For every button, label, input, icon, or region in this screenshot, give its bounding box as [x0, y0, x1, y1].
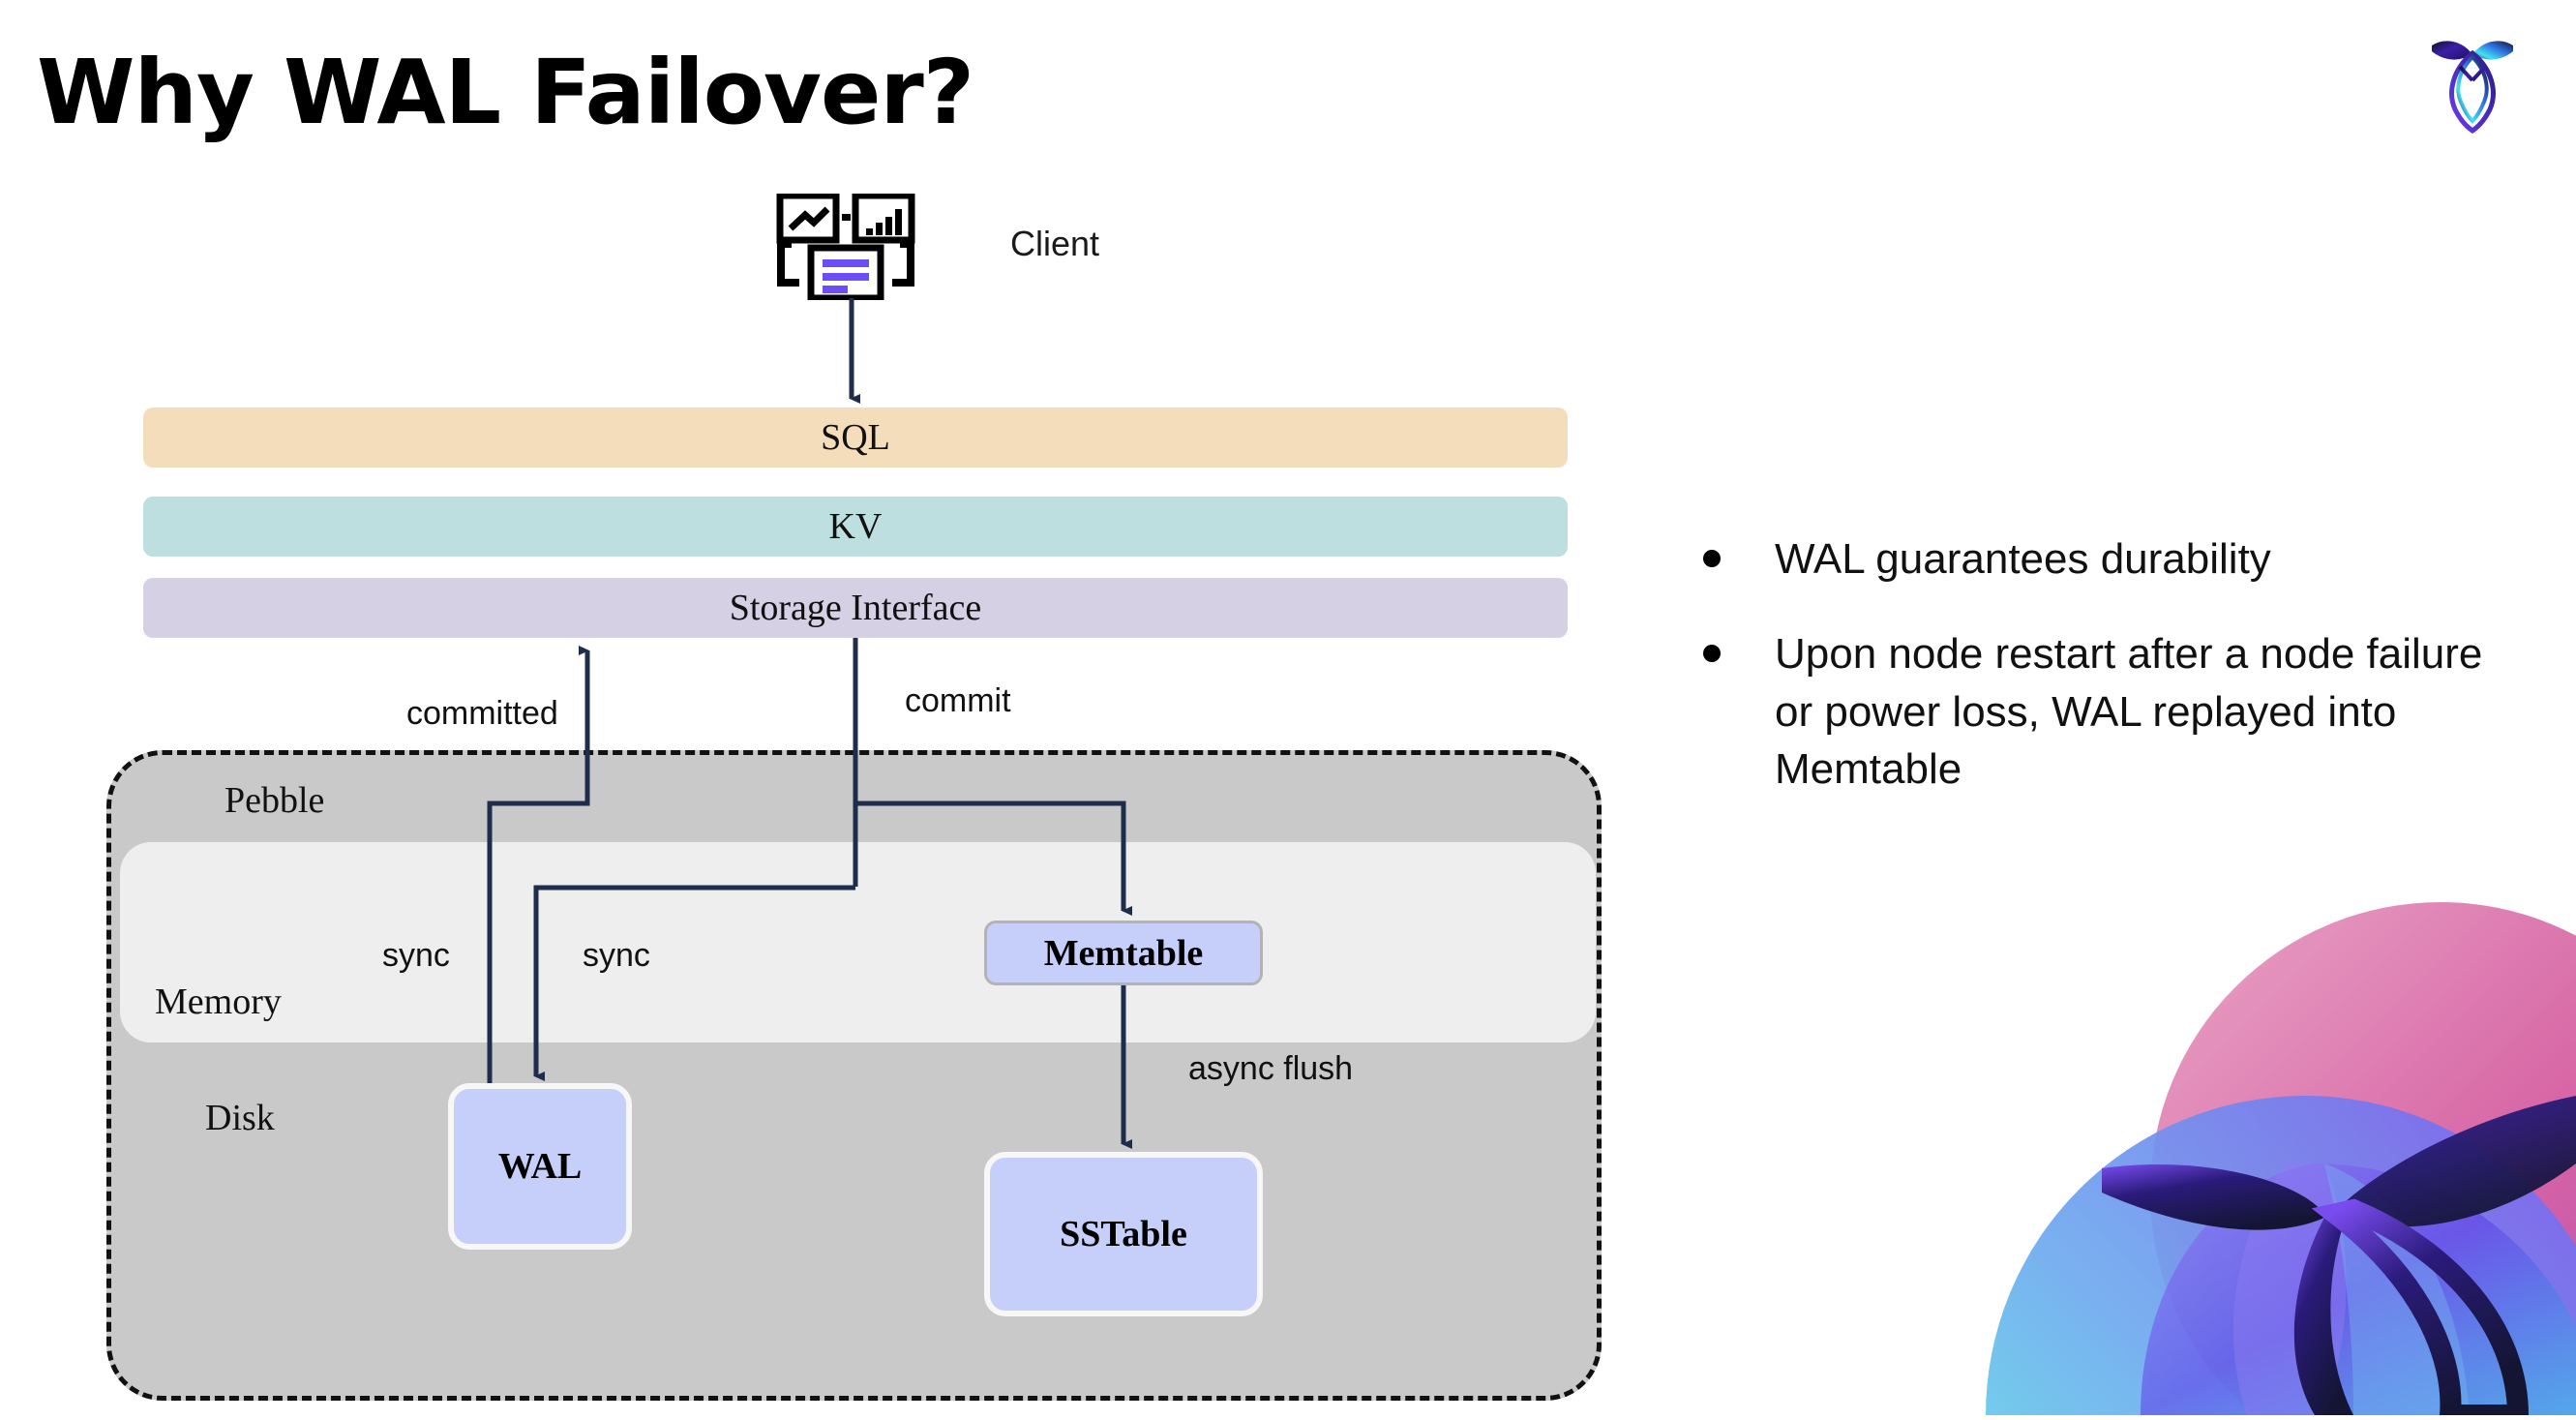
cockroach-logo-icon — [2414, 24, 2531, 136]
list-item: WAL guarantees durability — [1703, 530, 2516, 589]
edge-label-sync-1: sync — [382, 937, 450, 974]
bullet-text: WAL guarantees durability — [1775, 535, 2271, 583]
edge-label-committed: committed — [406, 695, 558, 732]
node-memtable: Memtable — [984, 921, 1263, 985]
memory-label: Memory — [155, 982, 282, 1022]
edge-commit — [853, 638, 1123, 911]
node-sstable: SSTable — [984, 1152, 1263, 1316]
edge-label-sync-2: sync — [583, 937, 650, 974]
edge-committed — [487, 646, 590, 1083]
edge-label-async-flush: async flush — [1188, 1050, 1354, 1087]
pebble-label: Pebble — [225, 780, 325, 821]
layer-bar-kv: KV — [143, 497, 1568, 557]
node-sstable-label: SSTable — [1060, 1214, 1187, 1254]
disk-label: Disk — [205, 1098, 275, 1138]
client-label: Client — [1010, 224, 1100, 263]
node-memtable-label: Memtable — [1043, 932, 1204, 974]
page-title: Why WAL Failover? — [37, 41, 974, 144]
edge-label-commit: commit — [905, 682, 1011, 719]
bullet-list: WAL guarantees durability Upon node rest… — [1703, 530, 2516, 835]
layer-bar-storage-interface-label: Storage Interface — [729, 588, 982, 628]
edge-sync-2 — [533, 885, 855, 1081]
client-dashboard-icon — [774, 192, 929, 302]
layer-bar-storage-interface: Storage Interface — [143, 578, 1568, 638]
list-item: Upon node restart after a node failure o… — [1703, 625, 2516, 799]
bullet-dot-icon — [1703, 550, 1721, 567]
node-wal: WAL — [448, 1083, 632, 1250]
bullet-dot-icon — [1703, 644, 1721, 662]
layer-bar-sql: SQL — [143, 408, 1568, 468]
layer-bar-kv-label: KV — [828, 506, 883, 547]
node-wal-label: WAL — [497, 1146, 583, 1187]
layer-bar-sql-label: SQL — [821, 417, 890, 458]
bullet-text: Upon node restart after a node failure o… — [1775, 629, 2483, 794]
